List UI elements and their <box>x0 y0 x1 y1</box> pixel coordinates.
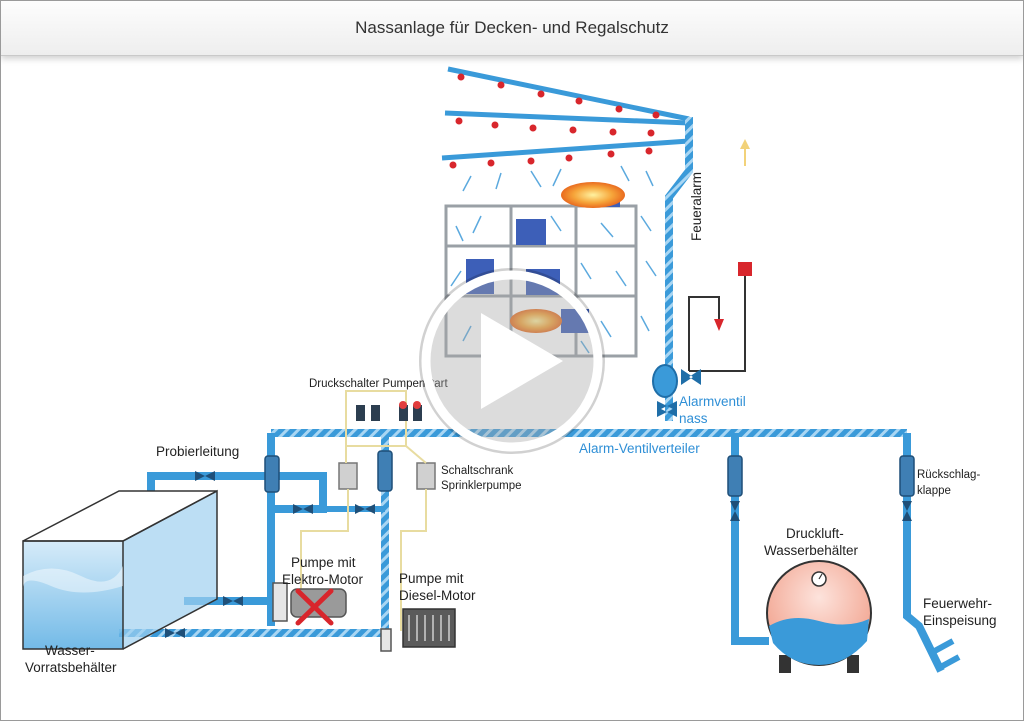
alarm-nozzle-icon <box>714 319 724 331</box>
label-feuerwehr: Feuerwehr- <box>923 596 992 611</box>
check-valve-icon <box>264 450 915 497</box>
label-druckluft: Druckluft- <box>786 526 844 541</box>
alarm-valve-icon <box>652 364 701 417</box>
alarm-line <box>688 276 746 372</box>
label-wasserbehaelter: Wasserbehälter <box>764 543 859 558</box>
title-bar: Nassanlage für Decken- und Regalschutz <box>1 1 1023 56</box>
label-pumpe-elektro-2: Elektro-Motor <box>282 572 364 587</box>
water-storage-tank <box>22 489 218 650</box>
label-sprinklerpumpe: Sprinklerpumpe <box>441 480 522 492</box>
label-pumpe-diesel-1: Pumpe mit <box>399 571 464 586</box>
label-wasser: Wasser- <box>45 643 95 658</box>
sprinkler-branches <box>441 66 693 421</box>
label-vorratsbehaelter: Vorratsbehälter <box>25 660 117 675</box>
label-einspeisung: Einspeisung <box>923 613 997 628</box>
label-probierleitung: Probierleitung <box>156 444 239 459</box>
fire-alarm-bell-icon <box>738 262 752 276</box>
red-x-icon <box>295 588 334 626</box>
water-spray <box>450 165 657 354</box>
label-druckschalter: Druckschalter Pumpenstart <box>309 378 448 390</box>
gate-valve-icon <box>165 471 912 638</box>
control-cabinet-icon <box>338 462 436 490</box>
play-icon <box>481 313 563 409</box>
label-klappe: klappe <box>917 485 951 497</box>
play-button[interactable] <box>419 268 605 454</box>
label-pumpe-elektro-1: Pumpe mit <box>291 555 356 570</box>
label-alarmventil: Alarmventil <box>679 394 746 409</box>
label-pumpe-diesel-2: Diesel-Motor <box>399 588 476 603</box>
diesel-pump-icon <box>380 608 456 652</box>
label-alarmventil-nass: nass <box>679 411 708 426</box>
fire-icon <box>510 182 625 333</box>
control-wires <box>300 445 427 631</box>
label-alarm-ventilverteiler: Alarm-Ventilverteiler <box>579 441 700 456</box>
label-schaltschrank: Schaltschrank <box>441 465 513 477</box>
diagram-title: Nassanlage für Decken- und Regalschutz <box>355 18 669 37</box>
pressure-switch-icon <box>345 390 422 447</box>
pressure-tank-icon <box>766 560 872 673</box>
label-rueckschlag: Rückschlag- <box>917 469 980 481</box>
label-feueralarm: Feueralarm <box>689 172 704 241</box>
fire-brigade-inlet-icon <box>929 638 961 672</box>
